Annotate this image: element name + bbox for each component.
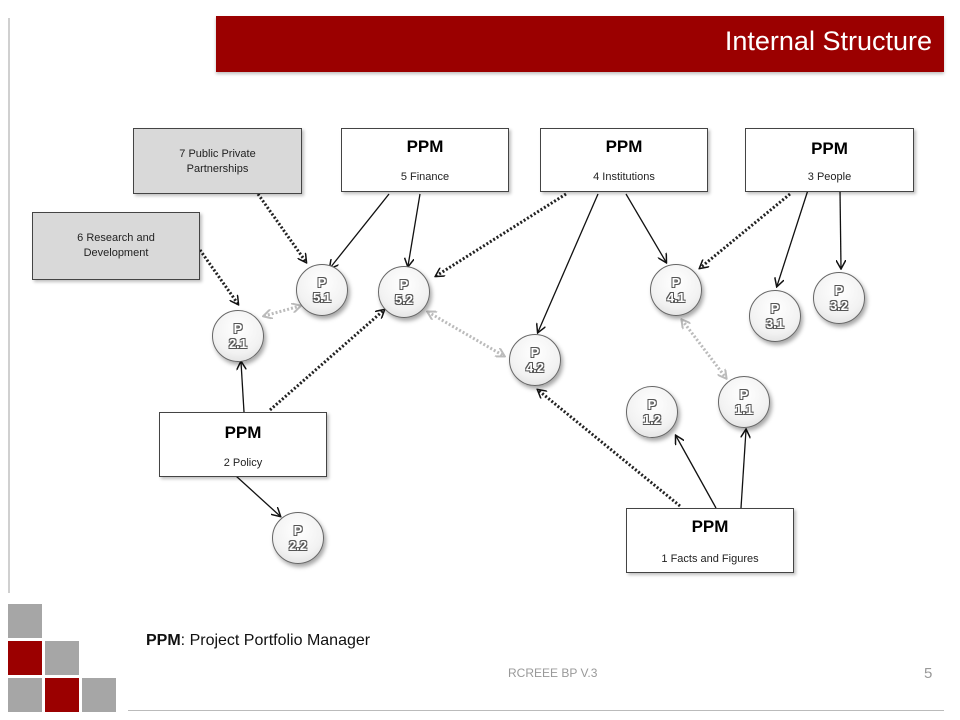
ppm-facts-sub: 1 Facts and Figures	[661, 553, 759, 565]
ppm-people-head: PPM	[811, 139, 848, 158]
node-p21-number: 2.1	[228, 336, 248, 351]
node-p52-letter: P	[399, 277, 409, 292]
ppp-box-line1: 7 Public Private	[179, 148, 256, 160]
node-p52-number: 5.2	[394, 292, 414, 307]
node-p42-letter: P	[530, 345, 540, 360]
deco-square	[8, 641, 42, 675]
node-p22: P 2.2	[272, 512, 324, 564]
left-vertical-rule	[8, 18, 10, 593]
dotted-arrow-people-p41	[700, 192, 791, 268]
deco-square	[8, 604, 42, 638]
node-p11-letter: P	[739, 387, 749, 402]
ppp-box-line2: Partnerships	[186, 163, 249, 175]
node-p31-number: 3.1	[765, 316, 785, 331]
dotted-arrow-policy-p52	[269, 310, 384, 412]
node-p42: P 4.2	[509, 334, 561, 386]
research-box-line1: 6 Research and	[77, 232, 155, 244]
node-p21-letter: P	[233, 321, 243, 336]
dotted-arrow-institutions-p52	[436, 192, 567, 276]
node-p41-letter: P	[671, 275, 681, 290]
research-box: 6 Research and Development	[32, 212, 200, 280]
legend: PPM: Project Portfolio Manager	[146, 632, 370, 650]
node-p11-number: 1.1	[734, 402, 754, 417]
node-p12: P 1.2	[626, 386, 678, 438]
deco-square	[82, 678, 116, 712]
legend-term: PPM	[146, 632, 181, 649]
page-title: Internal Structure	[724, 26, 932, 56]
deco-square	[8, 678, 42, 712]
node-p21: P 2.1	[212, 310, 264, 362]
node-p51: P 5.1	[296, 264, 348, 316]
bidir-arrow-p41-p11	[682, 320, 726, 378]
deco-square	[45, 678, 79, 712]
node-p52: P 5.2	[378, 266, 430, 318]
bottom-rule	[128, 710, 944, 711]
ppm-finance-sub: 5 Finance	[400, 171, 450, 183]
ppm-institutions-head: PPM	[605, 137, 643, 156]
page-number: 5	[924, 665, 933, 682]
bidir-arrow-p21-p51	[264, 306, 300, 316]
footer-text: RCREEE BP V.3	[508, 666, 598, 680]
node-p32: P 3.2	[813, 272, 865, 324]
dotted-arrow-research-p21	[198, 249, 238, 304]
ppp-box: 7 Public Private Partnerships	[133, 128, 302, 194]
legend-definition: : Project Portfolio Manager	[180, 632, 371, 649]
arrow-policy-p22	[235, 475, 280, 516]
dotted-arrow-ppp-p51	[256, 193, 306, 262]
node-p12-number: 1.2	[642, 412, 662, 427]
ppm-people-sub: 3 People	[807, 171, 852, 183]
ppm-facts-box: PPM 1 Facts and Figures	[626, 508, 794, 573]
arrow-finance-p52	[408, 193, 421, 266]
node-p41-number: 4.1	[666, 290, 686, 305]
node-p51-number: 5.1	[312, 290, 332, 305]
dotted-arrow-facts-p42	[538, 390, 681, 508]
arrow-facts-p11	[740, 430, 746, 509]
node-p32-letter: P	[834, 283, 844, 298]
ppm-finance-box: PPM 5 Finance	[341, 128, 509, 192]
node-p12-letter: P	[647, 397, 657, 412]
ppm-people-box: PPM 3 People	[745, 128, 914, 192]
title-bar: Internal Structure	[216, 16, 944, 72]
node-p51-letter: P	[317, 275, 327, 290]
node-p32-number: 3.2	[829, 298, 849, 313]
node-p31-letter: P	[770, 301, 780, 316]
node-p11: P 1.1	[718, 376, 770, 428]
research-box-line2: Development	[83, 247, 149, 259]
arrow-facts-p12	[676, 436, 717, 509]
arrow-people-p31	[777, 189, 809, 286]
arrow-institutions-p41	[625, 193, 666, 262]
bidir-arrow-p52-p42	[428, 312, 504, 356]
node-p31: P 3.1	[749, 290, 801, 342]
arrow-institutions-p42	[538, 193, 599, 332]
node-p42-number: 4.2	[525, 360, 545, 375]
deco-square	[45, 641, 79, 675]
ppm-institutions-sub: 4 Institutions	[593, 171, 655, 183]
node-p22-number: 2.2	[288, 538, 308, 553]
ppm-facts-head: PPM	[691, 517, 729, 536]
ppm-policy-sub: 2 Policy	[223, 457, 263, 469]
ppm-finance-head: PPM	[406, 137, 444, 156]
ppm-policy-box: PPM 2 Policy	[159, 412, 327, 477]
arrow-policy-p21	[241, 362, 244, 413]
ppm-policy-head: PPM	[224, 423, 262, 442]
node-p41: P 4.1	[650, 264, 702, 316]
arrow-people-p32	[840, 189, 841, 268]
ppm-institutions-box: PPM 4 Institutions	[540, 128, 708, 192]
arrow-finance-p51	[330, 193, 390, 268]
node-p22-letter: P	[293, 523, 303, 538]
